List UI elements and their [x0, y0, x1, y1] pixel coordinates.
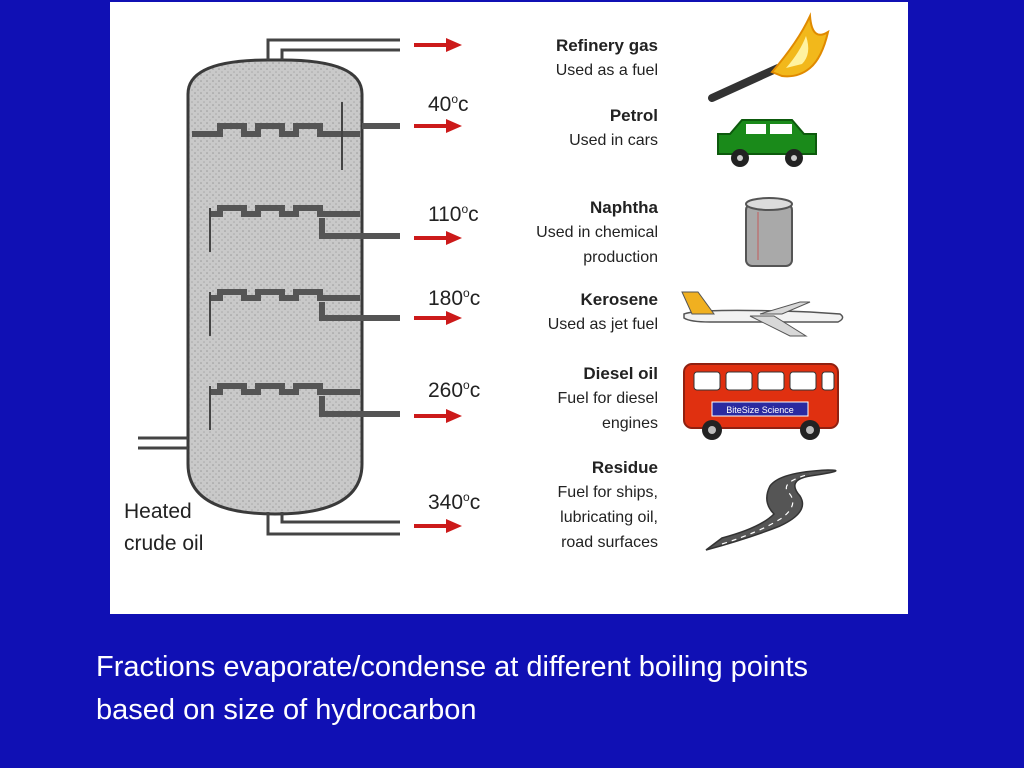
temperature-label: 340oc	[428, 490, 481, 514]
car-icon	[717, 119, 817, 167]
caption-line-1: Fractions evaporate/condense at differen…	[96, 651, 809, 683]
temperature-label: 180oc	[428, 286, 481, 310]
bus-icon: BiteSize Science	[683, 363, 839, 440]
bus-sign-text: BiteSize Science	[726, 405, 794, 415]
temperature-label: 40oc	[428, 92, 469, 116]
fractionating-column	[186, 58, 364, 516]
diagram-panel: BiteSize Science Heated crude oil Refine…	[110, 2, 908, 614]
barrel-icon	[745, 197, 793, 267]
fraction-use: Used as jet fuel	[547, 316, 658, 333]
fraction-name: Naphtha	[590, 198, 658, 217]
feed-label: Heated crude oil	[124, 500, 204, 555]
fraction-name: Petrol	[609, 106, 658, 125]
residue-outlet-pipe	[266, 512, 400, 536]
fraction-use: Used as a fuel	[555, 62, 658, 79]
flow-arrow	[414, 231, 462, 245]
airplane-icon	[681, 291, 844, 337]
trays	[192, 123, 360, 395]
slide-caption: Fractions evaporate/condense at differen…	[96, 646, 808, 732]
flow-arrow	[414, 519, 462, 533]
flow-arrow	[414, 409, 462, 423]
fractionating-column-diagram: BiteSize Science	[138, 12, 844, 551]
side-outlet-pipes	[319, 123, 400, 417]
fraction-use: Used in cars	[569, 132, 658, 149]
fraction-name: Refinery gas	[555, 36, 658, 55]
fraction-name: Diesel oil	[583, 364, 658, 383]
temperature-label: 260oc	[428, 378, 481, 402]
caption-line-2: based on size of hydrocarbon	[96, 694, 477, 726]
flame-icon	[708, 12, 830, 102]
flow-arrows	[414, 38, 462, 533]
road-icon	[705, 469, 837, 551]
gas-outlet-pipe	[266, 38, 400, 60]
fraction-use: Fuel for ships,lubricating oil,road surf…	[557, 484, 658, 551]
temperature-label: 110oc	[428, 202, 479, 226]
fraction-name: Residue	[591, 458, 658, 477]
flow-arrow	[414, 38, 462, 52]
flow-arrow	[414, 119, 462, 133]
fraction-name: Kerosene	[580, 290, 658, 309]
flow-arrow	[414, 311, 462, 325]
